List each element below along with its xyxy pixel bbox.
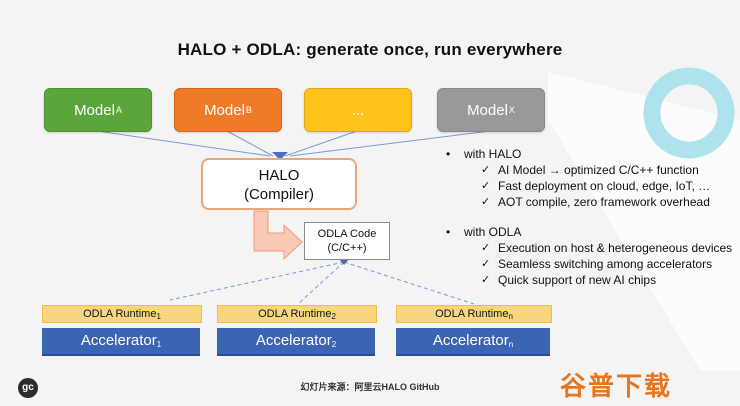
watermark-logo: 谷普下载: [560, 371, 673, 401]
runtime-n-label: ODLA Runtime: [435, 308, 509, 320]
compile-arrow: [253, 210, 303, 261]
model-a-label: Model: [74, 101, 115, 119]
odla-code-title: ODLA Code: [317, 228, 377, 240]
model-x-label: Model: [467, 101, 508, 119]
model-b-subscript: B: [245, 105, 252, 115]
runtime-2-subscript: 2: [331, 312, 336, 321]
runtime-n-subscript: n: [508, 312, 513, 321]
halo-title: HALO: [258, 167, 300, 184]
runtime-1-subscript: 1: [156, 312, 161, 321]
halo-item-3: AOT compile, zero framework overhead: [446, 194, 736, 210]
halo-compiler-box: HALO (Compiler): [201, 158, 357, 210]
odla-item-3: Quick support of new AI chips: [446, 272, 736, 288]
accelerator-n: Acceleratorn: [396, 328, 550, 356]
bullet-with-halo: with HALO: [446, 146, 736, 162]
odla-code-box: ODLA Code (C/C++): [304, 222, 390, 260]
feature-list: with HALO AI Model → optimized C/C++ fun…: [446, 146, 736, 288]
halo-item-2: Fast deployment on cloud, edge, IoT, …: [446, 178, 736, 194]
odla-item-2: Seamless switching among accelerators: [446, 256, 736, 272]
bullet-with-odla: with ODLA: [446, 224, 736, 240]
runtime-1-label: ODLA Runtime: [83, 308, 157, 320]
slide-footer: 幻灯片来源：阿里云HALO GitHub: [300, 382, 440, 392]
halo-item-1: AI Model → optimized C/C++ function: [446, 162, 736, 178]
model-arrows: [96, 130, 491, 157]
accelerator-2-subscript: 2: [331, 340, 337, 349]
odla-item-1: Execution on host & heterogeneous device…: [446, 240, 736, 256]
accelerator-n-subscript: n: [508, 340, 514, 349]
accelerator-1: Accelerator1: [42, 328, 200, 356]
gc-logo: gc: [18, 378, 38, 398]
odla-code-subtitle: (C/C++): [327, 242, 367, 254]
accelerator-2-label: Accelerator: [255, 332, 332, 349]
model-a-subscript: A: [115, 105, 122, 115]
model-b-label: Model: [204, 101, 245, 119]
accelerator-2: Accelerator2: [217, 328, 375, 356]
odla-runtime-2: ODLA Runtime2: [217, 305, 377, 323]
accelerator-n-label: Accelerator: [432, 332, 509, 349]
halo-subtitle: (Compiler): [243, 186, 314, 203]
list-gap: [446, 210, 736, 224]
odla-runtime-1: ODLA Runtime1: [42, 305, 202, 323]
accelerator-1-subscript: 1: [156, 340, 162, 349]
runtime-2-label: ODLA Runtime: [258, 308, 332, 320]
slide-title: HALO + ODLA: generate once, run everywhe…: [177, 40, 563, 59]
model-x-subscript: X: [508, 105, 515, 115]
odla-runtime-n: ODLA Runtimen: [396, 305, 552, 323]
halo-input-arrowhead: [272, 152, 288, 160]
model-ellipsis-box: ...: [304, 88, 412, 132]
dispatch-lines: [169, 261, 475, 305]
accelerator-1-label: Accelerator: [80, 332, 157, 349]
model-ellipsis-label: ...: [351, 101, 365, 119]
